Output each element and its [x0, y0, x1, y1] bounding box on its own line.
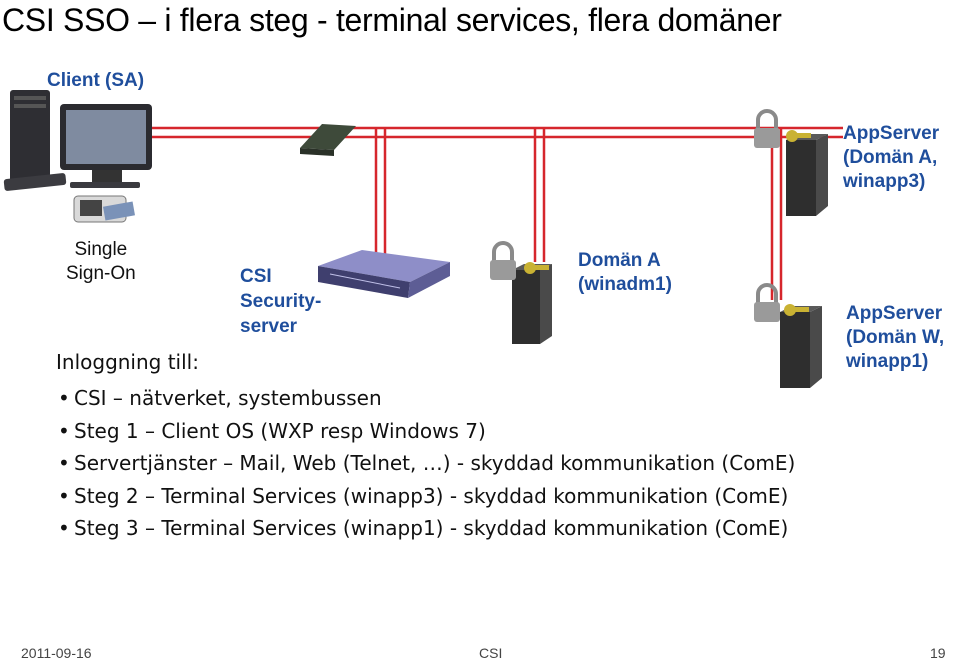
appserver-winapp3-label: AppServer (Domän A, winapp3)	[843, 122, 939, 194]
list-item: CSI – nätverket, systembussen	[56, 382, 795, 415]
domain-a-label-line: Domän A	[578, 250, 661, 271]
appserver-label-line: (Domän A,	[843, 147, 938, 168]
server-rack-icon	[512, 264, 552, 344]
sso-label: Single Sign-On	[66, 238, 136, 286]
appserver-label-line: AppServer	[843, 123, 940, 144]
footer-date: 2011-09-16	[21, 645, 92, 661]
list-item: Steg 2 – Terminal Services (winapp3) - s…	[56, 480, 795, 513]
network-lines	[150, 126, 843, 300]
sso-label-line: Sign-On	[66, 263, 136, 284]
page-title: CSI SSO – i flera steg - terminal servic…	[2, 2, 782, 38]
key-icon	[786, 130, 811, 142]
list-item: Steg 1 – Client OS (WXP resp Windows 7)	[56, 415, 795, 448]
csi-server-label: CSI Security- server	[240, 264, 321, 339]
lock-icon	[490, 241, 516, 280]
key-icon	[524, 262, 549, 274]
sso-label-line: Single	[74, 239, 128, 260]
domain-a-label-line: (winadm1)	[578, 274, 672, 295]
csi-server-label-line: server	[240, 316, 298, 337]
footer-center-text: CSI	[479, 645, 503, 661]
csi-security-server-icon	[318, 250, 450, 298]
domain-a-label: Domän A (winadm1)	[578, 249, 672, 297]
login-title: Inloggning till:	[56, 350, 199, 374]
csi-server-label-line: CSI	[240, 266, 272, 287]
computer-icon	[3, 90, 152, 191]
card-reader-icon	[73, 195, 135, 223]
key-icon	[784, 304, 809, 316]
login-bullet-list: CSI – nätverket, systembussen Steg 1 – C…	[56, 382, 795, 545]
lock-icon	[754, 283, 780, 322]
appserver-label-line: AppServer	[846, 303, 943, 324]
list-item: Servertjänster – Mail, Web (Telnet, …) -…	[56, 447, 795, 480]
lock-icon	[754, 109, 780, 148]
appserver-winapp1-label: AppServer (Domän W, winapp1)	[846, 302, 944, 374]
network-switch-icon	[300, 124, 356, 156]
client-label: Client (SA)	[47, 70, 145, 91]
appserver-label-line: winapp3)	[843, 171, 926, 192]
server-rack-icon	[786, 134, 828, 216]
list-item: Steg 3 – Terminal Services (winapp1) - s…	[56, 512, 795, 545]
appserver-label-line: (Domän W,	[846, 327, 945, 348]
csi-server-label-line: Security-	[240, 291, 322, 312]
login-section: Inloggning till: CSI – nätverket, system…	[56, 348, 795, 545]
appserver-label-line: winapp1)	[846, 351, 929, 372]
page-number: 19	[930, 645, 946, 661]
